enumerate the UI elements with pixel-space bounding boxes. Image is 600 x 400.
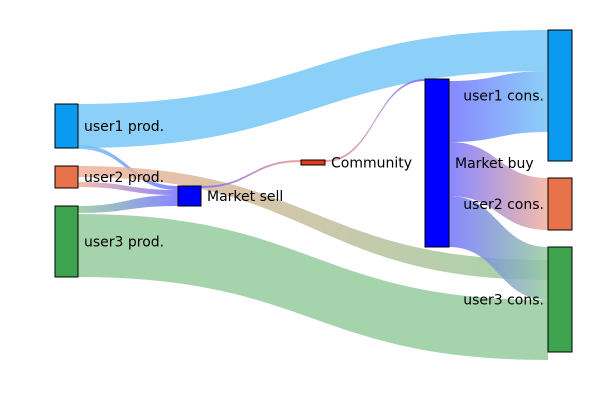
label-user3-cons: user3 cons. (463, 293, 544, 309)
node-market-sell (177, 185, 202, 207)
label-community: Community (331, 156, 412, 172)
link-user2-prod-to-user3-cons (78, 166, 548, 280)
node-user3-prod (54, 205, 79, 278)
label-user1-cons: user1 cons. (463, 89, 544, 105)
link-user3-prod-to-market-sell (78, 195, 178, 213)
node-user1-prod (54, 103, 79, 149)
node-market-buy (424, 78, 450, 248)
label-user1-prod: user1 prod. (84, 119, 164, 135)
link-market-buy-to-user3-cons (449, 196, 548, 300)
label-user3-prod: user3 prod. (84, 235, 164, 251)
link-market-sell-to-community (201, 160, 301, 188)
label-market-sell: Market sell (207, 189, 283, 205)
node-user3-cons (547, 246, 573, 353)
link-user1-prod-to-market-sell (78, 145, 178, 190)
node-user1-cons (547, 29, 573, 162)
link-market-buy-to-user1-cons (449, 71, 548, 142)
node-user2-cons (547, 177, 573, 231)
node-community (300, 159, 326, 166)
label-user2-prod: user2 prod. (84, 170, 164, 186)
link-user2-prod-to-market-sell (78, 182, 178, 195)
link-market-buy-to-user2-cons (449, 142, 548, 230)
sankey-nodes (54, 29, 573, 353)
link-user1-prod-to-user1-cons (78, 30, 548, 148)
link-community-to-market-buy (325, 79, 425, 162)
label-user2-cons: user2 cons. (463, 197, 544, 213)
node-user2-prod (54, 165, 79, 189)
label-market-buy: Market buy (455, 156, 534, 172)
link-user3-prod-to-user3-cons (78, 214, 548, 360)
sankey-labels: user1 prod. user2 prod. user3 prod. Market … (84, 89, 544, 309)
sankey-links (78, 30, 548, 360)
